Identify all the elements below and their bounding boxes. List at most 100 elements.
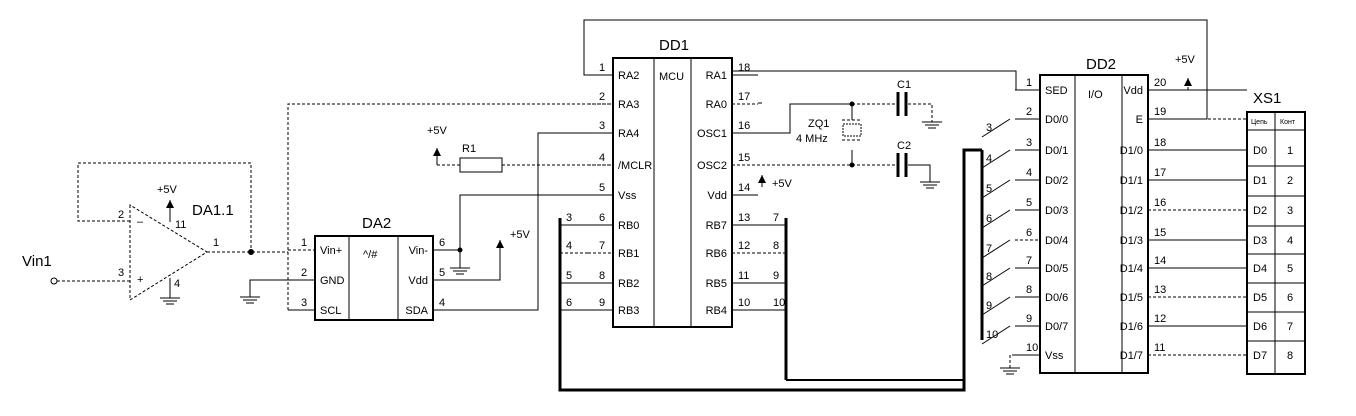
da2-ref: DA2: [362, 215, 391, 232]
dd1-power-arrow-icon: [758, 175, 766, 183]
pin-number: 4: [1026, 167, 1032, 179]
op-amp-ground-icon: [160, 297, 180, 305]
da2-power-arrow-icon: [496, 240, 504, 248]
pin-name: RA2: [618, 70, 639, 82]
scl-wire: [287, 103, 613, 310]
sda-wire: [433, 132, 613, 311]
xs1-net: D0: [1253, 145, 1267, 157]
pin-number: 17: [1154, 167, 1166, 179]
bus-label: 4: [566, 240, 572, 252]
pin-number: 4: [439, 297, 445, 309]
pin-name: D1/7: [1120, 350, 1143, 362]
op-amp-plus-sign: +: [137, 274, 143, 286]
r1-body: [459, 157, 503, 173]
mcu-dd1: DD1 MCU 1RA22RA33RA44/MCLR5Vss6RB07RB18R…: [588, 37, 793, 328]
pin-name: D1/4: [1120, 263, 1143, 275]
xs1-net: D5: [1253, 292, 1267, 304]
pin-name: RA0: [706, 99, 727, 111]
op-amp-body: [129, 204, 208, 301]
pin-number: 7: [599, 240, 605, 252]
bus-label: 6: [566, 297, 572, 309]
pin-name: D1/6: [1120, 321, 1143, 333]
da2-body: [314, 235, 434, 321]
r1-ref: R1: [462, 143, 476, 155]
pin-name: RA4: [618, 128, 639, 140]
pin-name: D0/7: [1045, 321, 1068, 333]
pin-name: SCL: [320, 305, 341, 317]
pin-number: 15: [738, 152, 750, 164]
bus-label: 9: [986, 300, 992, 312]
pin-number: 12: [738, 240, 750, 252]
xs1-head-net: Цепь: [1251, 119, 1268, 126]
pin-number: 1: [301, 237, 307, 249]
input-vin-label: Vin1: [22, 253, 52, 270]
input-terminal-icon: [50, 277, 58, 285]
op-amp-power-label: +5V: [157, 184, 178, 196]
pin-number: 3: [1026, 137, 1032, 149]
pin-number: 9: [599, 297, 605, 309]
xs1-net: D4: [1253, 263, 1267, 275]
pin-number: 1: [599, 62, 605, 74]
pin-name: RA1: [706, 70, 727, 82]
feedback-wire: [77, 162, 252, 252]
pin-number: 5: [599, 182, 605, 194]
vss-wire: [459, 194, 613, 250]
op-amp-minus-sign: –: [137, 216, 144, 228]
pin-name: D0/2: [1045, 175, 1068, 187]
bus-label: 10: [986, 329, 998, 341]
c1-plates-icon: [896, 92, 908, 116]
pin-name: D1/2: [1120, 205, 1143, 217]
pin-number: 2: [599, 91, 605, 103]
ra2-to-e-wire: [583, 19, 1208, 120]
op-amp-power-arrow-icon: [166, 200, 174, 208]
pin-name: D1/0: [1120, 145, 1143, 157]
pin-name: Vin+: [320, 245, 342, 257]
pin-name: Vdd: [408, 275, 428, 287]
pin-number: 13: [1154, 284, 1166, 296]
pin-number: 5: [1026, 197, 1032, 209]
xs1-pin: 6: [1287, 292, 1293, 304]
pin-name: Vdd: [707, 190, 727, 202]
pin-number: 14: [738, 182, 750, 194]
pin-name: Vss: [1045, 350, 1064, 362]
bus-label: 4: [986, 153, 992, 165]
xs1-pin: 1: [1287, 145, 1293, 157]
dd1-power-label: +5V: [772, 178, 793, 190]
io-dd2: DD2 I/O 1SED2D0/03D0/14D0/25D0/36D0/47D0…: [980, 54, 1247, 375]
dd2-power-label: +5V: [1175, 54, 1196, 66]
xs1-pin: 2: [1287, 175, 1293, 187]
pin-name: E: [1136, 114, 1143, 126]
c2-plates-icon: [896, 153, 908, 177]
xs1-net: D6: [1253, 321, 1267, 333]
pin-number: 10: [738, 297, 750, 309]
input-vin1: Vin1: [22, 253, 130, 285]
da2-core-label: ^/#: [363, 249, 378, 261]
crystal-body-icon: [842, 123, 862, 137]
op-amp-ref: DA1.1: [192, 202, 234, 219]
op-amp-pin-minus: 2: [118, 209, 124, 221]
pin-name: RB6: [706, 248, 727, 260]
pin-number: 3: [301, 297, 307, 309]
pin-name: OSC2: [697, 160, 727, 172]
r1-power-arrow-icon: [433, 148, 441, 156]
dd1-core-label: MCU: [659, 71, 684, 83]
pin-number: 5: [439, 267, 445, 279]
pin-name: RB0: [618, 220, 639, 232]
pin-name: D0/4: [1045, 235, 1068, 247]
c1-ground-icon: [922, 121, 942, 129]
op-amp-pin-out: 1: [213, 237, 219, 249]
bus-label: 7: [986, 243, 992, 255]
pin-name: D0/3: [1045, 205, 1068, 217]
bus-label: 8: [773, 240, 779, 252]
pin-number: 17: [738, 91, 750, 103]
xs1-net: D7: [1253, 350, 1267, 362]
pin-name: D1/1: [1120, 175, 1143, 187]
pin-number: 16: [738, 120, 750, 132]
pin-name: Vdd: [1123, 85, 1143, 97]
dd2-core-label: I/O: [1088, 89, 1103, 101]
r1-power-label: +5V: [427, 125, 448, 137]
xs1-net: D1: [1253, 175, 1267, 187]
pin-number: 18: [1154, 137, 1166, 149]
